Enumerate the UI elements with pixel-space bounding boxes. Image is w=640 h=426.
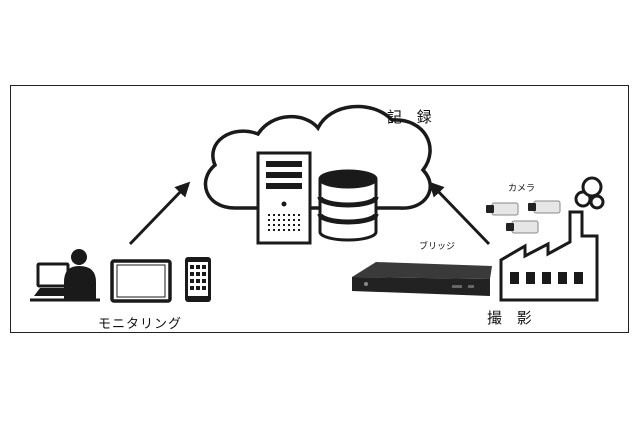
arrow-icon xyxy=(128,181,191,246)
smartphone-icon xyxy=(185,257,211,302)
security-camera-icon xyxy=(506,220,539,234)
person-at-computer-icon xyxy=(30,249,100,302)
label-shooting: 撮 影 xyxy=(487,309,537,327)
server-icon xyxy=(256,151,312,245)
security-camera-icon xyxy=(528,200,561,214)
bridge-device-icon xyxy=(352,262,492,296)
security-camera-icon xyxy=(486,202,519,216)
label-monitoring: モニタリング xyxy=(98,317,183,332)
factory-icon xyxy=(499,176,605,302)
label-camera: カメラ xyxy=(508,184,536,194)
tablet-icon xyxy=(110,259,172,303)
label-record: 記 録 xyxy=(387,108,437,126)
arrow-icon xyxy=(428,181,491,246)
label-bridge: ブリッジ xyxy=(419,242,456,252)
database-icon xyxy=(317,169,379,242)
